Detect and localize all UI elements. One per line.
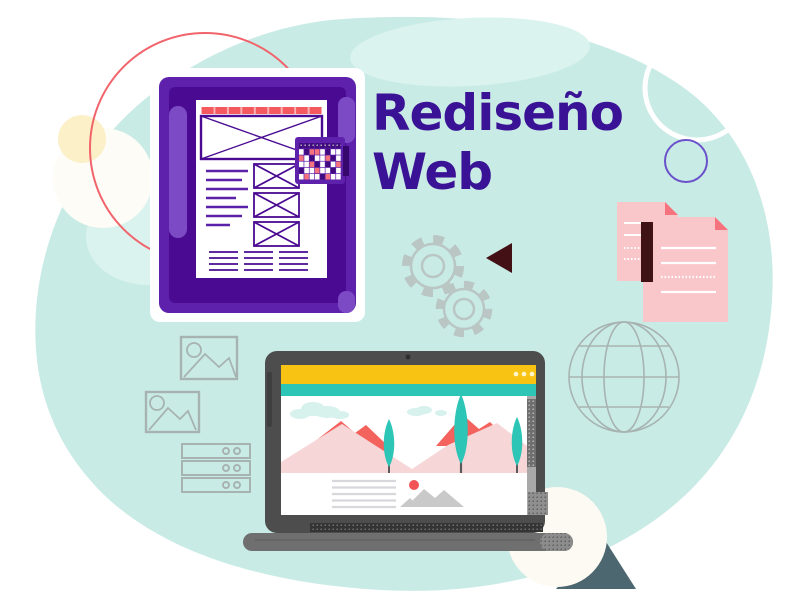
gray-mountain-graphic [406, 489, 464, 507]
clouds [290, 402, 447, 419]
tablet-accent-bar [338, 97, 355, 143]
cream-circle [58, 115, 106, 163]
wireframe-page [196, 100, 327, 278]
browser-nav-bar [281, 384, 536, 396]
white-circle-outline [642, 33, 752, 143]
wireframe-text-lines [206, 169, 248, 227]
mosaic-pixel-art [295, 137, 349, 184]
title-line-2: Web [372, 143, 493, 201]
gray-mountain-graphic [400, 498, 419, 507]
laptop [243, 351, 573, 551]
laptop-camera [405, 354, 411, 360]
red-dot [409, 480, 419, 490]
gear-icon [402, 235, 464, 297]
tablet-accent-bar [169, 106, 187, 238]
purple-circle-outline [664, 139, 708, 183]
wireframe-footer-columns [209, 251, 308, 271]
browser-top-bar [281, 365, 536, 384]
page-title: Rediseño Web [372, 84, 624, 202]
image-placeholder-icon [144, 390, 201, 434]
laptop-base [243, 533, 573, 551]
scrollbar[interactable] [527, 396, 536, 515]
title-line-1: Rediseño [372, 84, 624, 142]
gear-icon [435, 280, 493, 338]
blob-highlight [350, 17, 590, 87]
body-text-lines [332, 479, 396, 509]
globe-icon [568, 321, 680, 433]
tablet-mockup [150, 68, 365, 322]
image-placeholder-icon [179, 335, 239, 381]
pink-mountain [281, 423, 527, 477]
server-stack-icon [181, 443, 251, 493]
website-hero-illustration [281, 396, 527, 515]
window-controls [513, 371, 535, 377]
tablet-accent-bar [338, 291, 355, 313]
trees [383, 396, 523, 477]
wireframe-image-boxes [253, 163, 300, 247]
play-triangle-icon [486, 243, 512, 273]
documents-icon [617, 202, 728, 322]
